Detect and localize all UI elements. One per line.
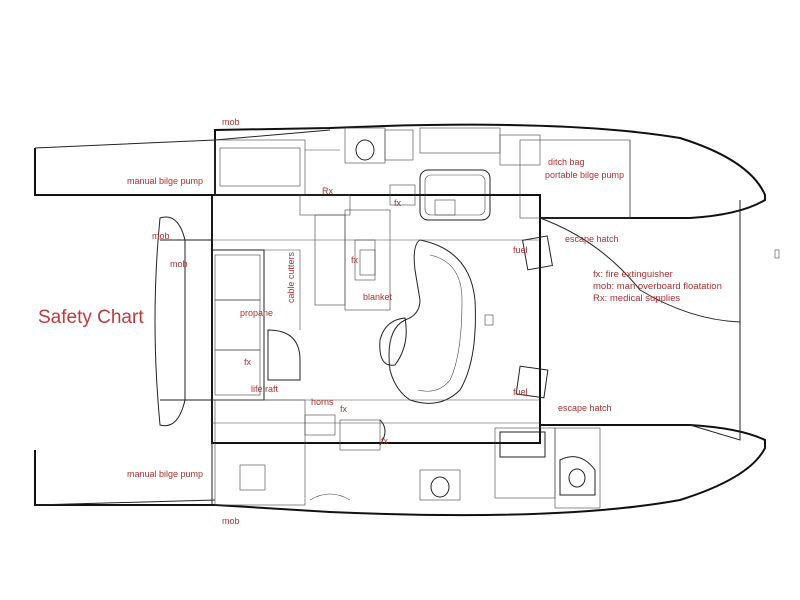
label-blanket: blanket <box>363 292 393 302</box>
bridge-deck <box>211 194 541 444</box>
label-horns: horns <box>311 397 334 407</box>
label-mob-left2: mob <box>170 259 188 269</box>
label-propane: propane <box>240 308 274 318</box>
escape-hatch-bottom <box>515 365 549 399</box>
label-rx: Rx <box>322 186 333 196</box>
label-mob-bottom: mob <box>222 516 240 526</box>
page-title: Safety Chart <box>38 307 144 328</box>
label-escape-hatch-bottom: escape hatch <box>558 403 612 413</box>
label-fx-bottom: fx <box>381 436 389 446</box>
label-ditch-bag: ditch bag <box>548 157 585 167</box>
label-fx-galley: fx <box>394 198 402 208</box>
bottom-hull <box>34 424 766 517</box>
label-manual-bilge-top: manual bilge pump <box>127 176 204 186</box>
label-mob-left: mob <box>152 231 170 241</box>
label-mob-top: mob <box>222 117 240 127</box>
top-hull <box>34 123 766 219</box>
label-escape-hatch-top: escape hatch <box>565 234 619 244</box>
label-fx-mid: fx <box>340 404 348 414</box>
escape-hatch-top <box>521 235 553 271</box>
label-life-raft: life raft <box>251 384 279 394</box>
legend-fx: fx: fire extinguisher <box>593 269 673 280</box>
label-fuel-bottom: fuel <box>513 387 528 397</box>
label-portable-bilge: portable bilge pump <box>545 170 625 180</box>
label-fx-nav: fx <box>351 255 359 265</box>
legend-rx: Rx: medical supplies <box>593 293 681 304</box>
label-fuel-top: fuel <box>513 245 528 255</box>
legend-mob: mob: man overboard floatation <box>593 281 722 292</box>
trampoline <box>154 216 186 427</box>
label-cable-cutters: cable cutters <box>286 251 296 303</box>
label-manual-bilge-bottom: manual bilge pump <box>127 469 204 479</box>
label-fx-forward: fx <box>244 357 252 367</box>
saloon-settee <box>388 239 476 404</box>
